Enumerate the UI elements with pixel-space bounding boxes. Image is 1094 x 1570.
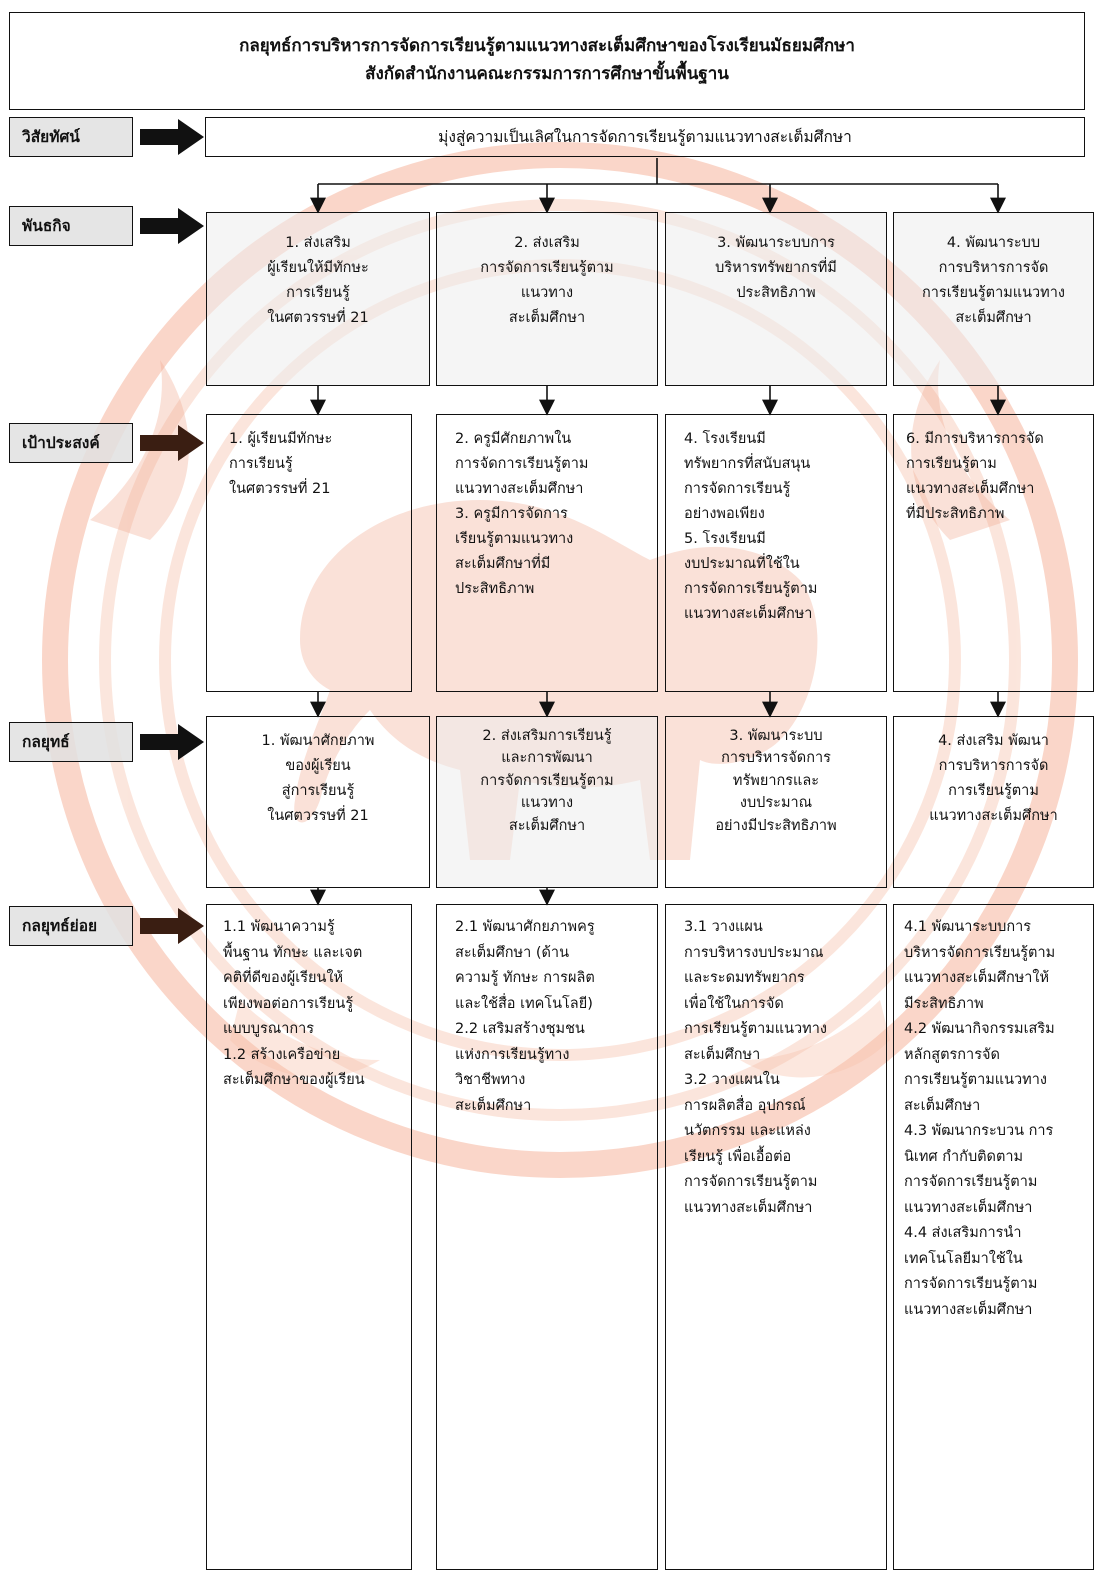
sub-strategy-text-1: 1.1 พัฒนาความรู้ พื้นฐาน ทักษะ และเจต คต… <box>223 919 365 1089</box>
sub-strategy-text-3: 3.1 วางแผน การบริหารงบประมาณ และระดมทรัพ… <box>684 919 827 1216</box>
seal-flame-left <box>90 360 189 540</box>
strategy-box-2: 2. ส่งเสริมการเรียนรู้ และการพัฒนา การจั… <box>436 716 658 888</box>
block-arrow-strategy-icon <box>140 724 204 760</box>
objective-box-3: 4. โรงเรียนมี ทรัพยากรที่สนับสนุน การจัด… <box>665 414 887 692</box>
label-vision: วิสัยทัศน์ <box>9 117 133 157</box>
block-arrow-mission-icon <box>140 208 204 244</box>
strategy-text-4: 4. ส่งเสริม พัฒนา การบริหารการจัด การเรี… <box>929 733 1058 824</box>
objective-box-1: 1. ผู้เรียนมีทักษะ การเรียนรู้ ในศตวรรษท… <box>206 414 412 692</box>
sub-strategy-box-4: 4.1 พัฒนาระบบการ บริหารจัดการเรียนรู้ตาม… <box>893 904 1094 1570</box>
label-strategy: กลยุทธ์ <box>9 722 133 762</box>
block-arrow-objective-icon <box>140 425 204 461</box>
seal-flame-bottom-left <box>230 1000 380 1078</box>
seal-flame-bottom-right <box>740 1000 890 1078</box>
mission-text-2: 2. ส่งเสริม การจัดการเรียนรู้ตาม แนวทาง … <box>480 235 614 326</box>
mission-text-1: 1. ส่งเสริม ผู้เรียนให้มีทักษะ การเรียนร… <box>267 235 369 326</box>
vision-box: มุ่งสู่ความเป็นเลิศในการจัดการเรียนรู้ตา… <box>205 117 1085 157</box>
strategy-box-4: 4. ส่งเสริม พัฒนา การบริหารการจัด การเรี… <box>893 716 1094 888</box>
seal-inner-ring <box>99 199 1021 1121</box>
mission-box-3: 3. พัฒนาระบบการ บริหารทรัพยากรที่มี ประส… <box>665 212 887 386</box>
seal-outer-ring <box>42 142 1078 1178</box>
sub-strategy-box-1: 1.1 พัฒนาความรู้ พื้นฐาน ทักษะ และเจต คต… <box>206 904 412 1570</box>
mission-text-4: 4. พัฒนาระบบ การบริหารการจัด การเรียนรู้… <box>922 235 1065 326</box>
objective-text-4: 6. มีการบริหารการจัด การเรียนรู้ตาม แนวท… <box>906 431 1044 522</box>
sub-strategy-box-2: 2.1 พัฒนาศักยภาพครู สะเต็มศึกษา (ด้าน คว… <box>436 904 658 1570</box>
label-mission: พันธกิจ <box>9 206 133 246</box>
title-line-2: สังกัดสำนักงานคณะกรรมการการศึกษาขั้นพื้น… <box>365 64 729 84</box>
sub-strategy-text-4: 4.1 พัฒนาระบบการ บริหารจัดการเรียนรู้ตาม… <box>904 919 1056 1318</box>
mission-box-1: 1. ส่งเสริม ผู้เรียนให้มีทักษะ การเรียนร… <box>206 212 430 386</box>
block-arrow-sub-strategy-icon <box>140 908 204 944</box>
strategy-text-1: 1. พัฒนาศักยภาพ ของผู้เรียน สู่การเรียนร… <box>261 733 375 824</box>
objective-text-1: 1. ผู้เรียนมีทักษะ การเรียนรู้ ในศตวรรษท… <box>229 431 333 497</box>
strategy-box-3: 3. พัฒนาระบบ การบริหารจัดการ ทรัพยากรและ… <box>665 716 887 888</box>
strategy-box-1: 1. พัฒนาศักยภาพ ของผู้เรียน สู่การเรียนร… <box>206 716 430 888</box>
objective-box-2: 2. ครูมีศักยภาพใน การจัดการเรียนรู้ตาม แ… <box>436 414 658 692</box>
sub-strategy-text-2: 2.1 พัฒนาศักยภาพครู สะเต็มศึกษา (ด้าน คว… <box>455 919 595 1114</box>
objective-text-3: 4. โรงเรียนมี ทรัพยากรที่สนับสนุน การจัด… <box>684 431 818 622</box>
block-arrow-vision-icon <box>140 119 204 155</box>
label-objective: เป้าประสงค์ <box>9 423 133 463</box>
objective-box-4: 6. มีการบริหารการจัด การเรียนรู้ตาม แนวท… <box>893 414 1094 692</box>
strategy-text-2: 2. ส่งเสริมการเรียนรู้ และการพัฒนา การจั… <box>480 728 614 834</box>
mission-text-3: 3. พัฒนาระบบการ บริหารทรัพยากรที่มี ประส… <box>715 235 837 301</box>
sub-strategy-box-3: 3.1 วางแผน การบริหารงบประมาณ และระดมทรัพ… <box>665 904 887 1570</box>
objective-text-2: 2. ครูมีศักยภาพใน การจัดการเรียนรู้ตาม แ… <box>455 431 589 597</box>
seal-flame-right <box>911 360 1010 540</box>
label-sub-strategy: กลยุทธ์ย่อย <box>9 906 133 946</box>
mission-box-4: 4. พัฒนาระบบ การบริหารการจัด การเรียนรู้… <box>893 212 1094 386</box>
strategy-text-3: 3. พัฒนาระบบ การบริหารจัดการ ทรัพยากรและ… <box>715 728 837 834</box>
diagram-title: กลยุทธ์การบริหารการจัดการเรียนรู้ตามแนวท… <box>9 12 1085 110</box>
elephant-shape <box>294 500 818 860</box>
mission-box-2: 2. ส่งเสริม การจัดการเรียนรู้ตาม แนวทาง … <box>436 212 658 386</box>
title-line-1: กลยุทธ์การบริหารการจัดการเรียนรู้ตามแนวท… <box>239 36 855 57</box>
